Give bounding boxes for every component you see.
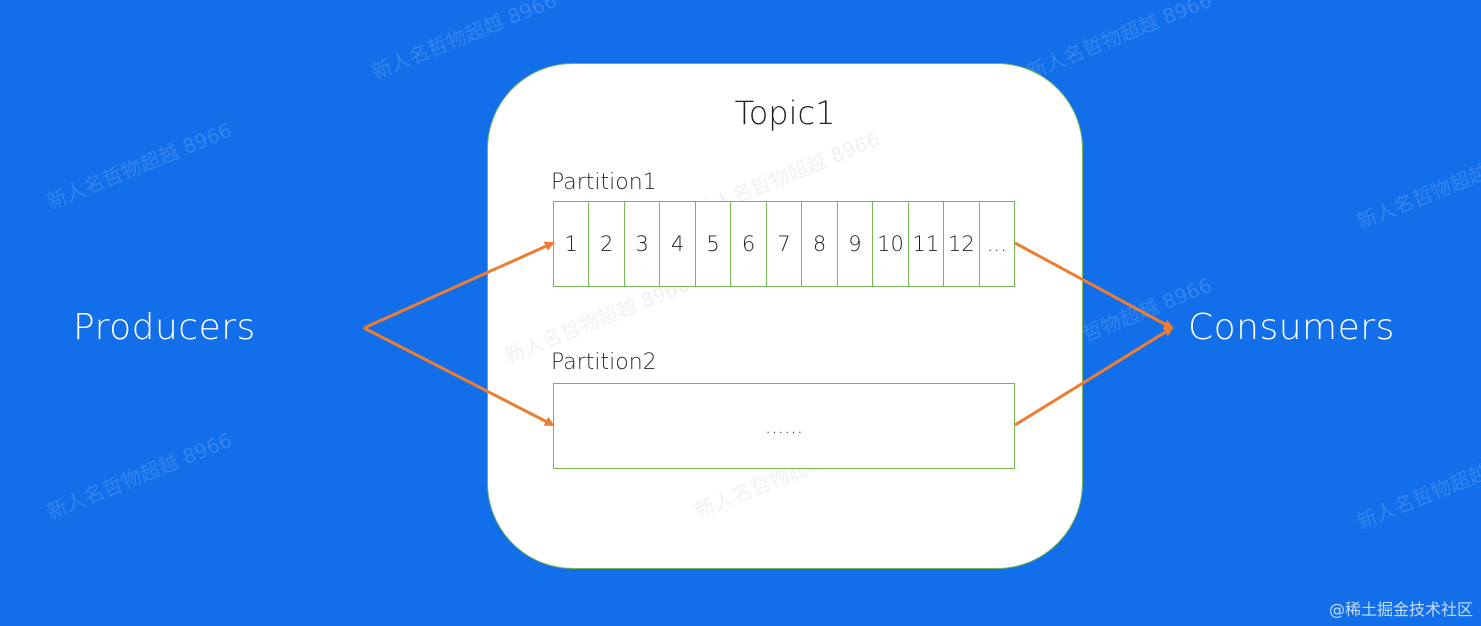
arrow-partition1-to-consumers <box>1014 241 1174 330</box>
arrow-partition2-to-consumers <box>1014 326 1174 427</box>
partition1-cell: 12 <box>944 202 980 286</box>
partition1-cell: 2 <box>589 202 625 286</box>
source-credit: @稀土掘金技术社区 <box>1328 600 1473 619</box>
partition1-cell: 1 <box>554 202 590 286</box>
topic-title: Topic1 <box>734 94 836 132</box>
partition1-cell: ... <box>986 232 1007 256</box>
partition1-cell: 7 <box>767 202 803 286</box>
producers-label: Producers <box>73 307 256 348</box>
consumers-label: Consumers <box>1188 307 1395 348</box>
arrow-producers-to-partition2 <box>363 326 555 427</box>
partition1-cell: 3 <box>625 202 661 286</box>
topic-container: Topic1 新人名哲物超越 8966 新人名哲物超越 8966 新人名哲物超越… <box>487 63 1083 569</box>
partition1-cell: 10 <box>873 202 909 286</box>
partition1-cell: 5 <box>696 202 732 286</box>
arrow-producers-to-partition1 <box>363 241 555 330</box>
partition1-cell: 8 <box>802 202 838 286</box>
partition1-cell: 11 <box>909 202 945 286</box>
partition2-label: Partition2 <box>551 350 657 375</box>
partition1-cell: 6 <box>731 202 767 286</box>
partition2-box: ...... <box>553 383 1015 469</box>
partition1-cell: 9 <box>838 202 874 286</box>
partition2-content: ...... <box>764 414 804 438</box>
partition1-cell: 4 <box>660 202 696 286</box>
partition1-label: Partition1 <box>551 170 657 195</box>
